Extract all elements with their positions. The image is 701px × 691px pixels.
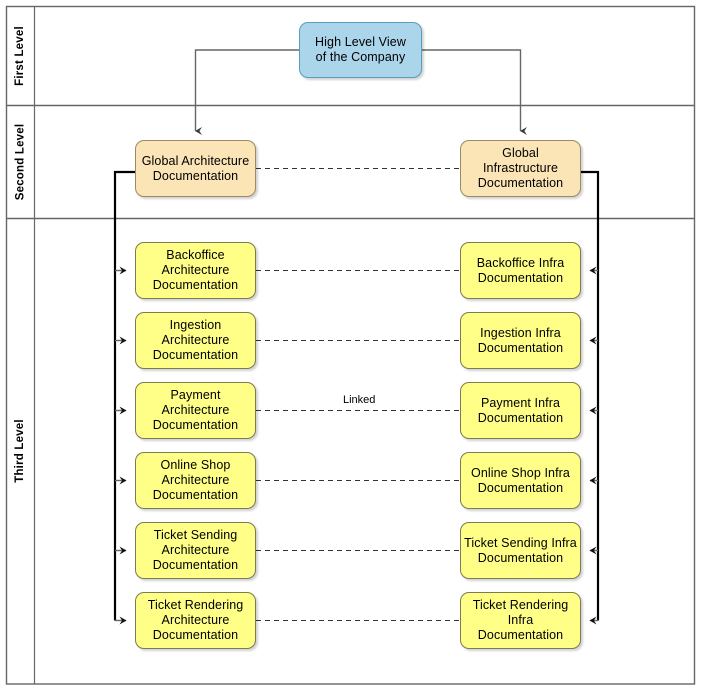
lane-label-second-level-text: Second Level	[14, 123, 27, 200]
node-backoffice-infra-documentation[interactable]: Backoffice Infra Documentation	[460, 242, 581, 299]
node-ingestion-architecture-documentation[interactable]: Ingestion Architecture Documentation	[135, 312, 256, 369]
node-global-architecture-label: Global Architecture Documentation	[142, 154, 250, 184]
trunk-architecture	[113, 170, 135, 621]
node-ticket-sending-architecture-documentation[interactable]: Ticket Sending Architecture Documentatio…	[135, 522, 256, 579]
node-ticket-rendering-infra-documentation[interactable]: Ticket Rendering Infra Documentation	[460, 592, 581, 649]
edge-root-to-global-architecture	[194, 49, 299, 135]
node-ticket-rendering-architecture-documentation[interactable]: Ticket Rendering Architecture Documentat…	[135, 592, 256, 649]
node-global-infrastructure-documentation[interactable]: Global Infrastructure Documentation	[460, 140, 581, 197]
node-high-level-view-line1: High Level View	[315, 35, 406, 49]
edges-linked-rows	[256, 269, 460, 622]
node-ingestion-infra-documentation[interactable]: Ingestion Infra Documentation	[460, 312, 581, 369]
lane-label-first-level-text: First Level	[14, 25, 27, 86]
lane-label-first-level: First Level	[6, 6, 34, 105]
edges-architecture-children	[115, 266, 127, 625]
node-payment-architecture-label: Payment Architecture Documentation	[152, 388, 239, 432]
node-global-infrastructure-label: Global Infrastructure Documentation	[464, 146, 577, 191]
node-ticket-sending-infra-label: Ticket Sending Infra Documentation	[464, 535, 577, 565]
node-high-level-view-line2: of the Company	[315, 50, 406, 64]
swimlane-frame	[5, 5, 696, 685]
lane-label-third-level: Third Level	[6, 218, 34, 684]
node-ticket-sending-infra-documentation[interactable]: Ticket Sending Infra Documentation	[460, 522, 581, 579]
lane-label-second-level: Second Level	[6, 105, 34, 218]
edges-infrastructure-children	[589, 266, 598, 625]
node-ingestion-architecture-label: Ingestion Architecture Documentation	[152, 318, 239, 362]
node-backoffice-infra-label: Backoffice Infra Documentation	[476, 255, 565, 285]
node-global-infrastructure-line2: Documentation	[477, 176, 564, 190]
node-global-infrastructure-line1: Global Infrastructure	[482, 146, 559, 175]
node-global-architecture-line2: Documentation	[152, 168, 239, 183]
node-ingestion-infra-label: Ingestion Infra Documentation	[477, 325, 564, 355]
node-online-shop-infra-label: Online Shop Infra Documentation	[471, 465, 570, 495]
trunk-infrastructure	[581, 170, 600, 621]
edge-label-linked: Linked	[343, 394, 376, 406]
node-online-shop-infra-documentation[interactable]: Online Shop Infra Documentation	[460, 452, 581, 509]
node-payment-infra-documentation[interactable]: Payment Infra Documentation	[460, 382, 581, 439]
node-backoffice-architecture-documentation[interactable]: Backoffice Architecture Documentation	[135, 242, 256, 299]
node-ticket-sending-architecture-label: Ticket Sending Architecture Documentatio…	[152, 528, 239, 572]
lane-label-third-level-text: Third Level	[14, 419, 27, 483]
edge-root-to-global-infrastructure	[422, 49, 527, 135]
node-online-shop-architecture-documentation[interactable]: Online Shop Architecture Documentation	[135, 452, 256, 509]
node-backoffice-architecture-label: Backoffice Architecture Documentation	[152, 248, 239, 292]
node-payment-infra-label: Payment Infra Documentation	[477, 395, 564, 425]
node-online-shop-architecture-label: Online Shop Architecture Documentation	[152, 458, 239, 502]
node-ticket-rendering-infra-label: Ticket Rendering Infra Documentation	[472, 598, 569, 642]
node-payment-architecture-documentation[interactable]: Payment Architecture Documentation	[135, 382, 256, 439]
node-global-architecture-documentation[interactable]: Global Architecture Documentation	[135, 140, 256, 197]
node-global-architecture-line1: Global Architecture	[141, 153, 250, 168]
node-high-level-view[interactable]: High Level View of the Company	[299, 22, 422, 78]
node-ticket-rendering-architecture-label: Ticket Rendering Architecture Documentat…	[147, 598, 244, 642]
node-high-level-view-label: High Level View of the Company	[315, 35, 406, 65]
